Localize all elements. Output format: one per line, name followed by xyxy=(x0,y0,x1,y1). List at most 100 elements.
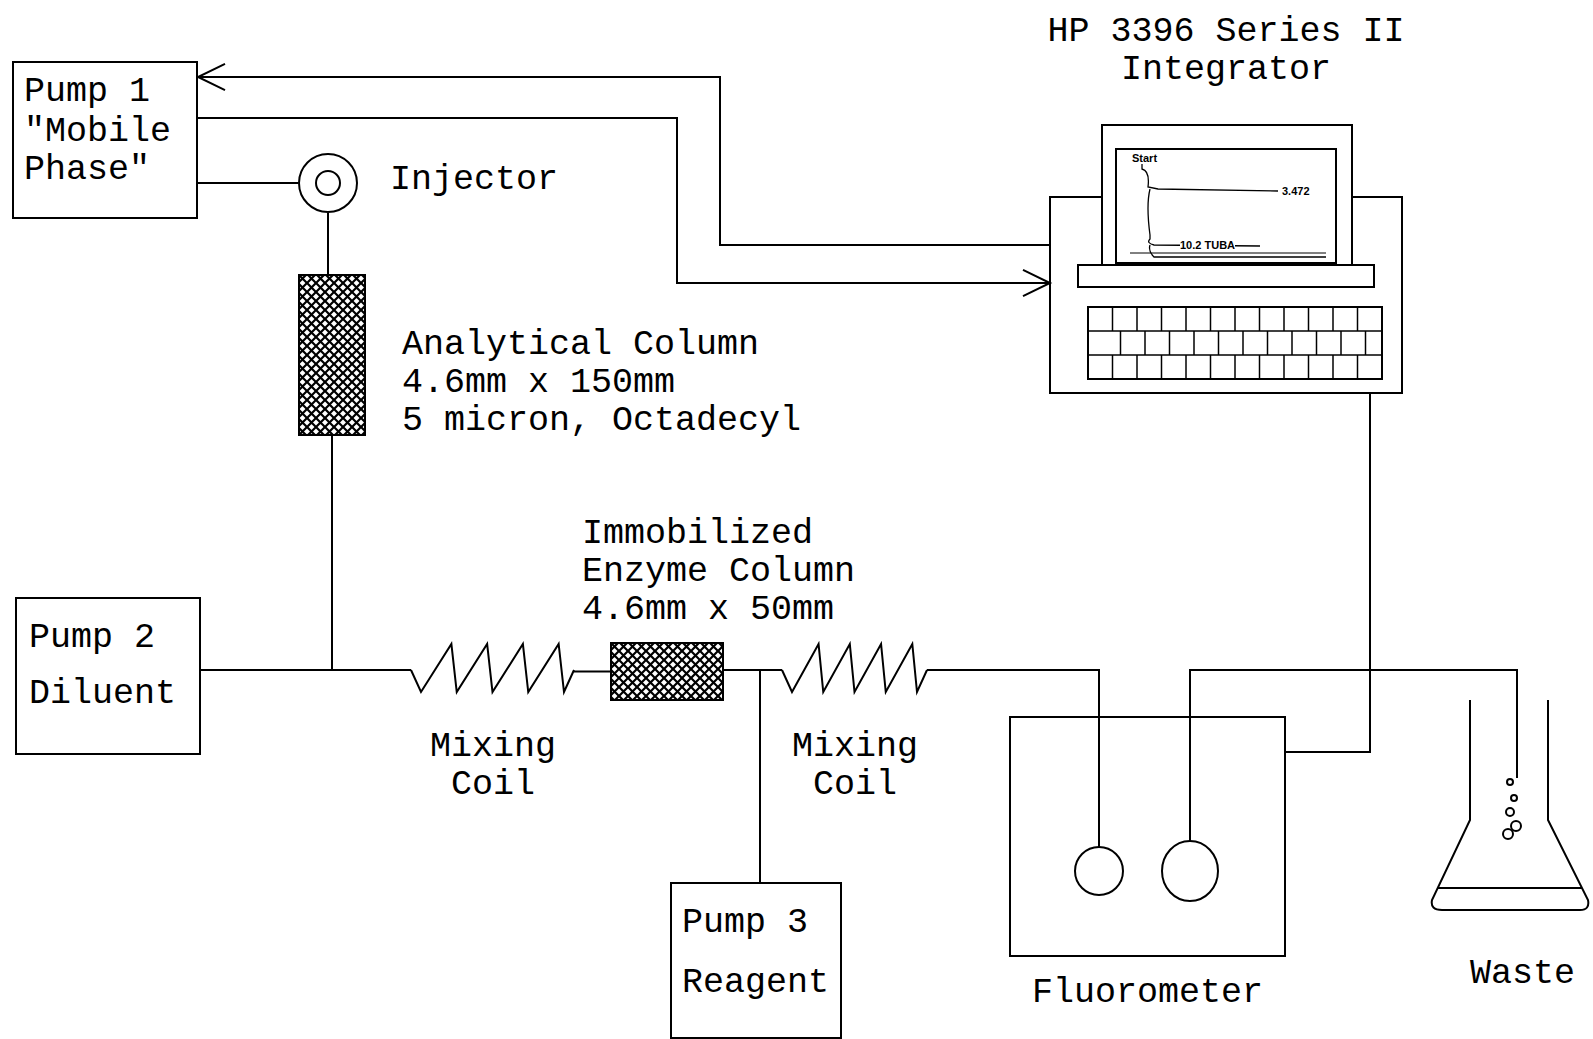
drawing-stroke xyxy=(1088,307,1382,379)
pump-box: Pump 2 Diluent xyxy=(15,597,201,755)
flow-line xyxy=(328,213,329,274)
drawing-stroke xyxy=(1185,307,1187,331)
drawing-stroke xyxy=(1169,331,1171,355)
drawing-stroke xyxy=(13,62,197,218)
drawing-stroke xyxy=(1511,795,1517,801)
drawing-stroke xyxy=(1438,887,1582,889)
node-text: 4.6mm x 150mm xyxy=(402,364,842,402)
flow-line xyxy=(198,118,1050,296)
drawing-stroke xyxy=(1308,307,1310,331)
node-title: HP 3396 Series II Integrator xyxy=(1036,13,1416,89)
fluorometer-outline xyxy=(1009,716,1286,957)
drawing-stroke xyxy=(1259,307,1261,331)
flow-line-path xyxy=(198,118,1050,283)
drawing-stroke xyxy=(1283,307,1285,331)
node-text: 4.6mm x 50mm xyxy=(582,591,912,629)
drawing-stroke xyxy=(1316,331,1318,355)
drawing-stroke xyxy=(1130,253,1326,254)
drawing-stroke xyxy=(671,883,841,1038)
flow-line-path xyxy=(332,436,411,670)
flow-line-path xyxy=(327,213,329,274)
mixing-coil-outline xyxy=(411,640,574,700)
injector-valve-outline xyxy=(298,153,358,213)
flow-line xyxy=(574,671,610,672)
flow-line-path xyxy=(201,669,411,671)
flow-line xyxy=(198,64,1050,245)
drawing-stroke xyxy=(1218,331,1220,355)
drawing-stroke xyxy=(1308,355,1310,379)
node-title: Pump 1 xyxy=(24,73,194,111)
screen-text: 10.2 TUBA xyxy=(1180,239,1235,251)
drawing-stroke xyxy=(1506,808,1514,816)
integrator: HP 3396 Series II IntegratorStart3.47210… xyxy=(1050,125,1402,393)
drawing-stroke xyxy=(1161,307,1163,331)
drawing-stroke xyxy=(1144,331,1146,355)
screen-text: Start xyxy=(1132,152,1157,164)
analytical-column-outline xyxy=(298,274,366,436)
drawing-stroke xyxy=(1234,355,1236,379)
node-text: Diluent xyxy=(29,675,199,713)
drawing-stroke xyxy=(16,598,200,754)
node-title: Mixing Coil xyxy=(785,728,925,804)
drawing-stroke xyxy=(1185,355,1187,379)
flow-line xyxy=(1286,393,1370,752)
drawing-stroke xyxy=(1142,161,1326,257)
flow-line-path xyxy=(198,77,1050,245)
drawing-stroke xyxy=(782,644,927,692)
drawing-stroke xyxy=(1189,716,1191,841)
node-title: Pump 2 xyxy=(29,619,199,657)
drawing-stroke xyxy=(1332,307,1334,331)
flow-line-path xyxy=(1190,670,1517,716)
flow-line-path xyxy=(760,670,782,882)
drawing-stroke xyxy=(299,154,357,212)
node-title: Pump 3 xyxy=(682,904,832,942)
drawing-stroke xyxy=(1098,716,1100,847)
drawing-stroke xyxy=(1242,331,1244,355)
drawing-stroke xyxy=(1136,307,1138,331)
flow-line xyxy=(1190,670,1517,716)
drawing-stroke xyxy=(1120,331,1122,355)
drawing-stroke xyxy=(1507,779,1513,785)
drawing-stroke xyxy=(1365,331,1367,355)
drawing-stroke xyxy=(1010,717,1285,956)
node-title: Analytical Column xyxy=(402,326,842,364)
drawing-stroke xyxy=(1075,847,1123,895)
drawing-stroke xyxy=(1078,265,1374,287)
node-title: Mixing Coil xyxy=(423,728,563,804)
node-title: Injector xyxy=(390,161,590,199)
flow-line xyxy=(198,183,298,184)
drawing-stroke xyxy=(1136,355,1138,379)
drawing-stroke xyxy=(1340,331,1342,355)
drawing-stroke xyxy=(611,643,723,700)
drawing-stroke xyxy=(1503,829,1513,839)
drawing-stroke xyxy=(1102,125,1352,275)
drawing-stroke xyxy=(316,171,340,195)
drawing-stroke xyxy=(1259,355,1261,379)
node-title: Waste xyxy=(1460,955,1585,993)
waste-flask: Waste xyxy=(1430,700,1588,915)
waste-flask-outline xyxy=(1430,700,1588,915)
drawing-stroke xyxy=(1161,355,1163,379)
mixing-coil-outline xyxy=(782,640,927,700)
drawing-stroke xyxy=(1116,149,1336,263)
fluorometer: Fluorometer xyxy=(1009,716,1286,957)
enzyme-column: Immobilized Enzyme Column4.6mm x 50mm xyxy=(610,642,724,701)
drawing-stroke xyxy=(1210,307,1212,331)
flow-line-path xyxy=(927,670,1099,716)
flow-line xyxy=(760,670,782,882)
arrow-head xyxy=(1023,270,1050,296)
injector-valve: Injector xyxy=(298,153,358,213)
drawing-stroke xyxy=(1357,355,1359,379)
drawing-stroke xyxy=(411,644,574,692)
flow-line xyxy=(201,670,411,671)
drawing-stroke xyxy=(1516,700,1518,778)
drawing-stroke xyxy=(1234,307,1236,331)
drawing-stroke xyxy=(1267,331,1269,355)
flow-line-path xyxy=(1286,393,1370,752)
enzyme-column-outline xyxy=(610,642,724,701)
drawing-stroke xyxy=(1112,307,1114,331)
drawing-stroke xyxy=(1112,355,1114,379)
drawing-stroke xyxy=(1511,821,1521,831)
drawing-stroke xyxy=(1283,355,1285,379)
drawing-stroke xyxy=(1050,197,1402,393)
